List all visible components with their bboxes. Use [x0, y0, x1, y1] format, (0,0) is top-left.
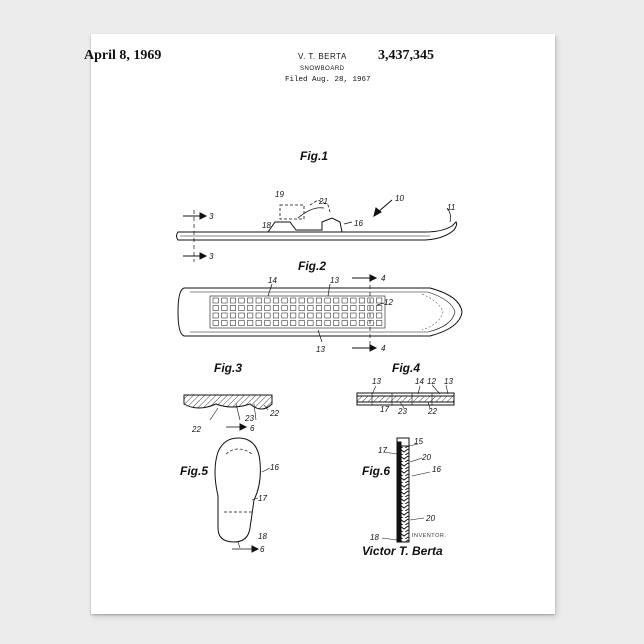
ref-15: 15: [414, 437, 423, 446]
fig4-label: Fig.4: [392, 361, 420, 375]
ref-17b: 17: [258, 494, 267, 503]
fig5-label: Fig.5: [180, 464, 208, 478]
ref-13d: 13: [444, 377, 453, 386]
fig1-label: Fig.1: [300, 149, 328, 163]
inventor-label: INVENTOR.: [412, 533, 446, 539]
ref-6b: 6: [260, 545, 265, 554]
ref-16: 16: [354, 219, 363, 228]
fig3-label: Fig.3: [214, 361, 242, 375]
ref-13: 13: [330, 276, 339, 285]
fig4-cross-section: [357, 385, 454, 408]
ref-23b: 23: [397, 407, 407, 416]
ref-22a: 22: [191, 425, 201, 434]
ref-20: 20: [421, 453, 431, 462]
ref-14: 14: [268, 276, 277, 285]
fig1-board-side-view: [177, 200, 457, 262]
ref-12: 12: [384, 298, 393, 307]
ref-16b: 16: [270, 463, 279, 472]
ref-19: 19: [275, 190, 284, 199]
ref-12b: 12: [427, 377, 436, 386]
fig2-label: Fig.2: [298, 259, 326, 273]
ref-23a: 23: [244, 414, 254, 423]
ref-13b: 13: [316, 345, 325, 354]
ref-18: 18: [262, 221, 271, 230]
ref-13c: 13: [372, 377, 381, 386]
inventor-signature: Victor T. Berta: [362, 544, 443, 558]
ref-14b: 14: [415, 377, 424, 386]
ref-17: 17: [380, 405, 389, 414]
ref-22c: 22: [427, 407, 437, 416]
ref-18c: 18: [370, 533, 379, 542]
fig6-label: Fig.6: [362, 464, 390, 478]
ref-22b: 22: [269, 409, 279, 418]
ref-4a: 4: [381, 274, 386, 283]
ref-20b: 20: [425, 514, 435, 523]
ref-10: 10: [395, 194, 404, 203]
ref-11: 11: [447, 203, 455, 212]
ref-16c: 16: [432, 465, 441, 474]
ref-6a: 6: [250, 424, 255, 433]
ref-18b: 18: [258, 532, 267, 541]
ref-3a: 3: [209, 212, 214, 221]
ref-3b: 3: [209, 252, 214, 261]
ref-4b: 4: [381, 344, 386, 353]
ref-17c: 17: [378, 446, 387, 455]
ref-21: 21: [318, 197, 328, 206]
